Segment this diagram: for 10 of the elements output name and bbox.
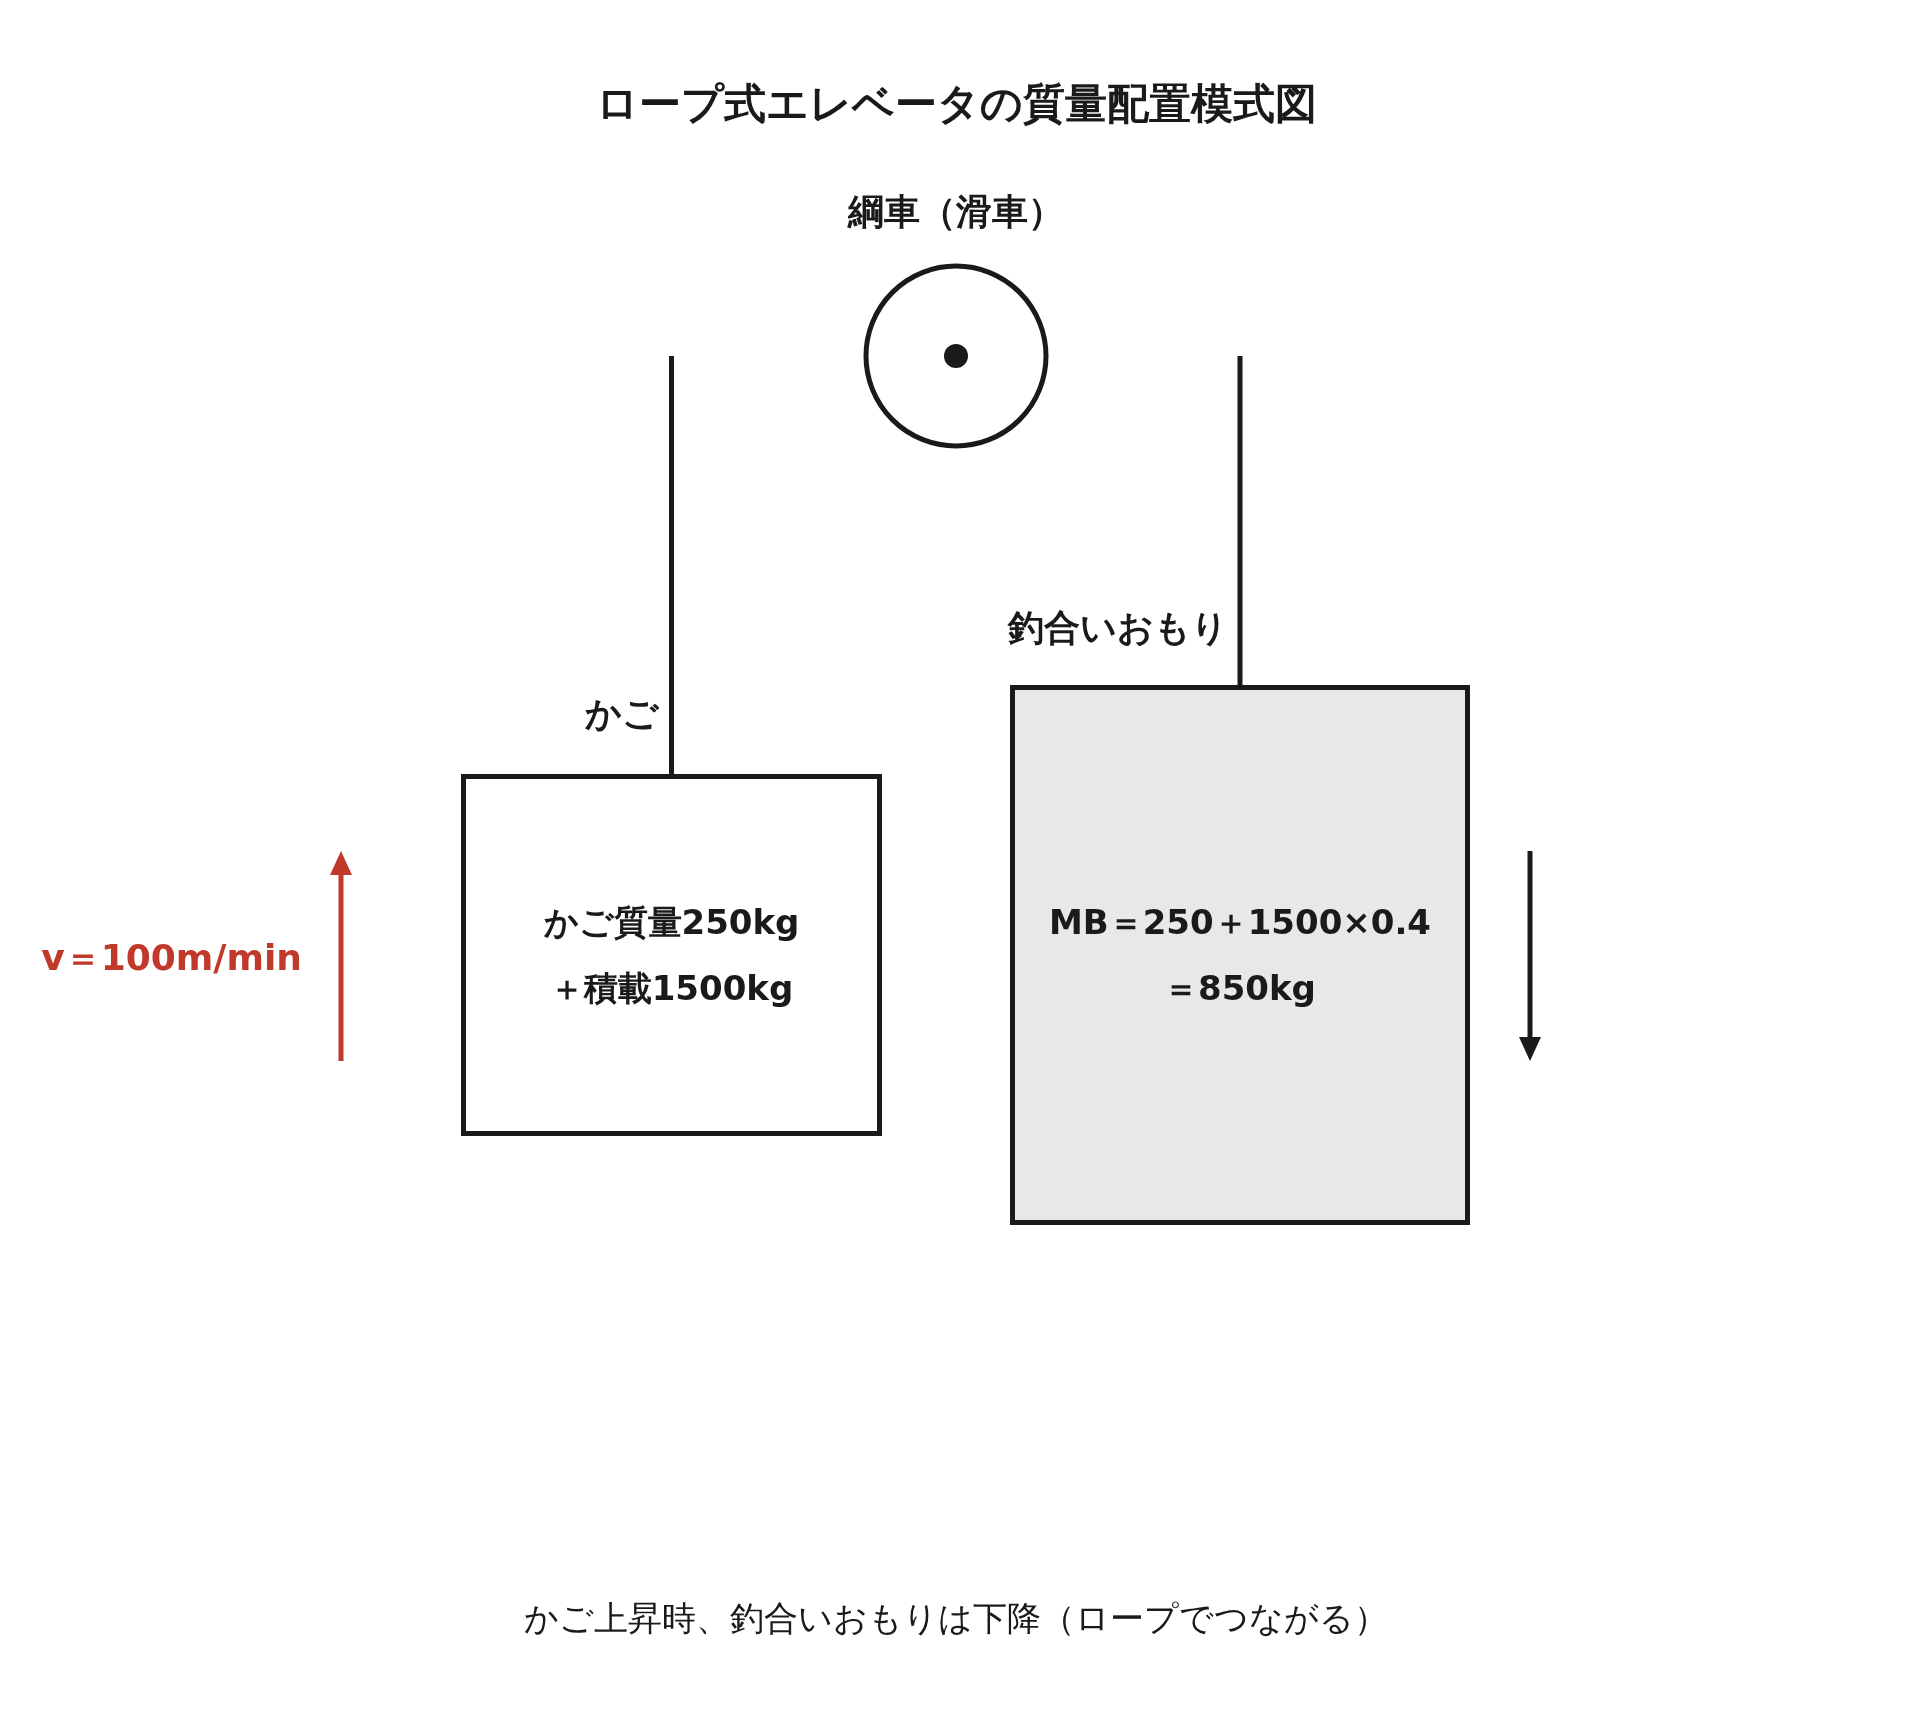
rope-line	[1237, 356, 1243, 685]
caption-text: かご上昇時、釣合いおもりは下降（ロープでつながる）	[524, 1598, 1388, 1638]
car-label: かご	[585, 692, 659, 736]
diagram-title: ロープ式エレベータの質量配置模式図	[595, 79, 1317, 128]
velocity-label: v＝100m/min	[41, 936, 302, 980]
rope-line	[669, 356, 674, 774]
counterweight-mass-text: MB＝250＋1500×0.4＝850kg	[1047, 901, 1433, 1010]
counterweight-label: 釣合いおもり	[1008, 606, 1228, 650]
pulley-label: 綱車（滑車）	[848, 191, 1064, 232]
car-mass-text: かご質量250kg＋積載1500kg	[542, 901, 801, 1010]
